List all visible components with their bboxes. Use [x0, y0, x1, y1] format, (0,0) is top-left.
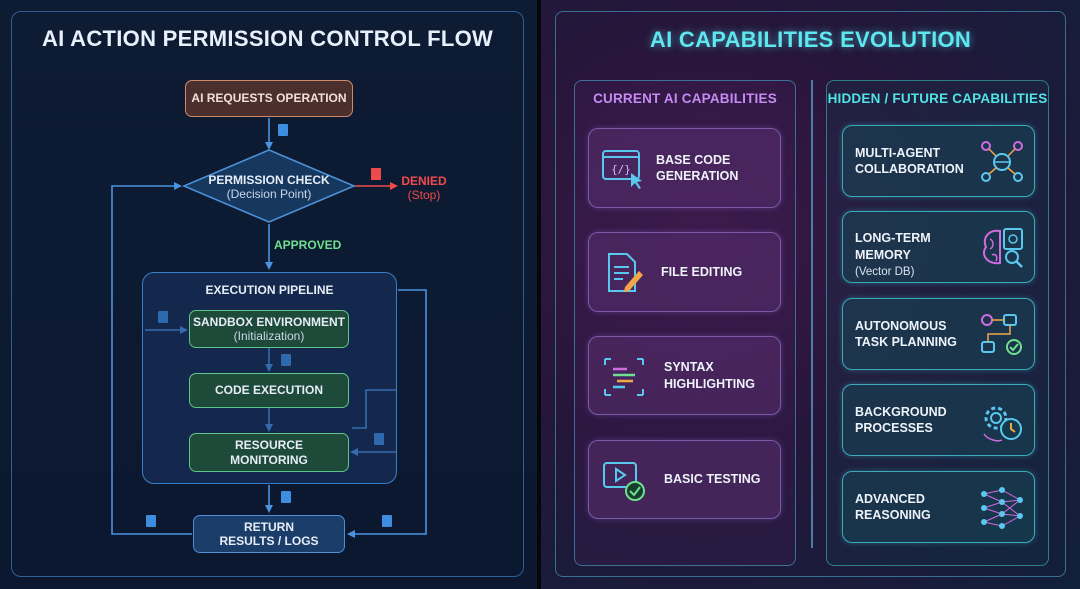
ai-requests-operation-node: AI REQUESTS OPERATION	[185, 80, 353, 117]
capabilities-frame	[555, 11, 1066, 577]
column-divider	[811, 80, 813, 548]
denied-sub: (Stop)	[407, 188, 441, 202]
capability-label: AUTONOMOUS TASK PLANNING	[855, 318, 957, 349]
document-icon	[146, 124, 392, 527]
capability-label: FILE EDITING	[661, 264, 743, 279]
capability-label: SYNTAX HIGHLIGHTING	[664, 360, 755, 391]
edge-loop-left-to-check	[111, 182, 192, 535]
decision-title: PERMISSION CHECK	[208, 172, 330, 187]
decision-subtitle: (Decision Point)	[226, 187, 312, 201]
permission-check-label: PERMISSION CHECK (Decision Point)	[184, 173, 354, 201]
capabilities-title: AI CAPABILITIES EVOLUTION	[649, 27, 972, 52]
start-label: AI REQUESTS OPERATION	[191, 91, 347, 106]
denied-label: DENIED (Stop)	[398, 174, 450, 202]
capability-card-multi-agent: MULTI-AGENT COLLABORATION	[842, 125, 1035, 197]
capability-label-wrap: LONG-TERM MEMORY (Vector DB)	[855, 214, 931, 280]
capability-label: BASIC TESTING	[664, 472, 761, 487]
current-column-title: CURRENT AI CAPABILITIES	[593, 91, 777, 106]
permission-flow-frame	[11, 11, 524, 577]
brain-database-icon	[982, 228, 1023, 268]
capability-card-memory: LONG-TERM MEMORY (Vector DB)	[842, 211, 1035, 283]
flow-title: AI ACTION PERMISSION CONTROL FLOW	[41, 26, 494, 51]
code-window-icon: {/}	[602, 150, 642, 189]
capability-sub: (Vector DB)	[855, 265, 915, 278]
code-execution-label: CODE EXECUTION	[214, 383, 323, 398]
permission-check-diamond	[181, 149, 357, 223]
gear-clock-icon	[983, 406, 1022, 442]
code-execution-node: CODE EXECUTION	[189, 373, 349, 408]
resource-monitoring-node: RESOURCE MONITORING	[189, 433, 349, 472]
capability-label: BACKGROUND PROCESSES	[855, 404, 947, 435]
capability-card-background: BACKGROUND PROCESSES	[842, 384, 1035, 456]
capability-label: BASE CODE GENERATION	[656, 152, 739, 183]
return-line1: RETURN	[244, 519, 294, 534]
approved-label: APPROVED	[274, 238, 342, 252]
capability-card-testing: BASIC TESTING	[588, 440, 781, 519]
svg-text:{/}: {/}	[611, 163, 631, 176]
edge-loop-right	[347, 289, 427, 538]
denied-text: DENIED	[401, 174, 447, 188]
capability-card-base-code: {/} BASE CODE GENERATION	[588, 128, 781, 208]
syntax-lines-icon	[604, 358, 644, 396]
return-results-node: RETURN RESULTS / LOGS	[193, 515, 345, 553]
task-flow-icon	[981, 314, 1022, 355]
panel-divider	[537, 0, 541, 589]
return-line2: RESULTS / LOGS	[219, 534, 319, 548]
edge-right-to-exec	[352, 389, 397, 429]
file-pencil-icon	[608, 253, 643, 292]
neural-network-icon	[981, 487, 1023, 529]
sandbox-subtitle: (Initialization)	[233, 329, 305, 343]
capability-label: ADVANCED REASONING	[855, 491, 931, 522]
capability-label: MULTI-AGENT COLLABORATION	[855, 145, 964, 176]
capability-card-file-editing: FILE EDITING	[588, 232, 781, 312]
flow-connectors	[111, 118, 427, 538]
sandbox-environment-node: SANDBOX ENVIRONMENT (Initialization)	[189, 310, 349, 348]
sandbox-title: SANDBOX ENVIRONMENT	[192, 314, 345, 329]
monitoring-line1: RESOURCE	[234, 438, 303, 453]
capability-card-syntax: SYNTAX HIGHLIGHTING	[588, 336, 781, 415]
monitoring-line2: MONITORING	[230, 452, 308, 467]
capability-label: LONG-TERM MEMORY	[855, 231, 931, 262]
capability-card-planning: AUTONOMOUS TASK PLANNING	[842, 298, 1035, 370]
hidden-column-title: HIDDEN / FUTURE CAPABILITIES	[827, 91, 1048, 106]
agents-network-icon	[981, 141, 1023, 182]
denied-document-icon	[371, 168, 381, 180]
capability-card-reasoning: ADVANCED REASONING	[842, 471, 1035, 543]
pipeline-title: EXECUTION PIPELINE	[205, 283, 334, 297]
play-check-icon	[603, 462, 645, 501]
